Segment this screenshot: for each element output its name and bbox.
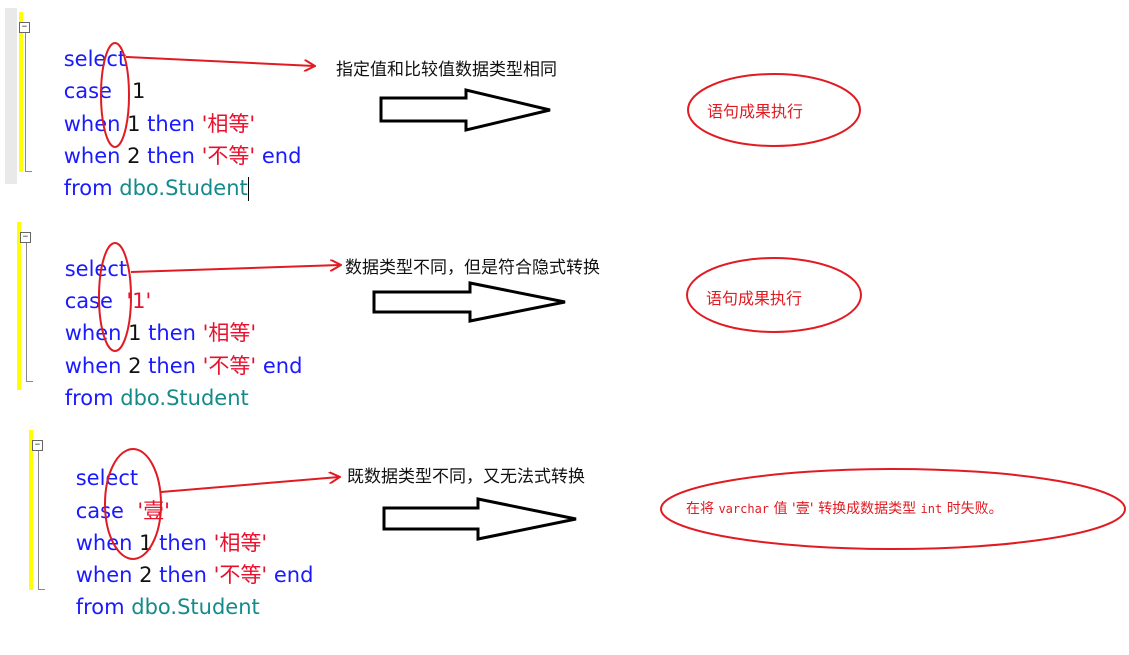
string-literal: '相等' (201, 112, 256, 136)
code-line-when-1: when 1 then '相等' (38, 285, 256, 381)
highlight-ellipse (98, 242, 132, 352)
keyword: then (147, 144, 195, 168)
result-ellipse (686, 257, 862, 333)
keyword: case (75, 499, 124, 523)
case-value: 1 (132, 79, 146, 103)
result-text: 语句成果执行 (707, 102, 804, 121)
code-line-when-1: when 1 then '相等' (37, 76, 255, 172)
highlight-ellipse (100, 42, 130, 148)
keyword: case (64, 289, 113, 313)
keyword: from (75, 595, 125, 619)
code-line-from: from dbo.Student (37, 140, 249, 236)
annotation-text: 既数据类型不同，又无法式转换 (347, 467, 585, 487)
keyword: select (63, 47, 127, 71)
code-line-from: from dbo.Student (38, 350, 249, 446)
keyword: case (63, 79, 112, 103)
error-text: 在将 (686, 501, 714, 517)
editor-change-bar (19, 12, 23, 172)
string-literal: '相等' (213, 531, 268, 555)
flow-arrow (379, 88, 551, 132)
keyword: end (262, 354, 303, 378)
code-line-select: select (37, 11, 126, 107)
pointer-arrow (125, 56, 314, 66)
collapse-icon[interactable]: − (19, 22, 30, 33)
outline-line (38, 451, 39, 589)
keyword: when (64, 354, 122, 378)
result-ellipse (687, 73, 861, 147)
flow-arrow (372, 281, 566, 323)
annotation-text: 指定值和比较值数据类型相同 (336, 60, 557, 80)
code-line-when-2: when 2 then '不等' end (38, 318, 303, 414)
when-value: 1 (128, 321, 142, 345)
annotation-text: 数据类型不同，但是符合隐式转换 (345, 258, 600, 278)
when-value: 2 (128, 354, 142, 378)
editor-change-bar (17, 222, 21, 390)
keyword: select (64, 257, 128, 281)
annotation-overlay (98, 42, 1126, 560)
pointer-arrow (160, 477, 339, 493)
collapse-icon[interactable]: − (32, 440, 43, 451)
string-literal: '不等' (201, 144, 256, 168)
when-value: 1 (127, 112, 141, 136)
table-name: dbo.Student (119, 176, 248, 200)
string-literal: '不等' (202, 354, 257, 378)
keyword: when (75, 563, 133, 587)
case-value: '壹' (137, 499, 170, 523)
editor-gutter (5, 8, 17, 184)
editor-change-bar (29, 430, 33, 590)
code-line-case: case 1 (37, 43, 146, 139)
highlight-ellipse (104, 448, 162, 560)
string-literal: '不等' (213, 563, 268, 587)
keyword: from (64, 386, 114, 410)
outline-end (26, 381, 33, 382)
keyword: when (64, 321, 122, 345)
error-text: 时失败。 (946, 501, 1003, 517)
keyword: from (63, 176, 113, 200)
when-value: 2 (127, 144, 141, 168)
pointer-arrow (130, 265, 340, 273)
keyword: then (159, 563, 207, 587)
keyword: then (147, 112, 195, 136)
keyword: when (63, 112, 121, 136)
keyword: then (159, 531, 207, 555)
keyword: when (75, 531, 133, 555)
result-text: 语句成果执行 (706, 289, 803, 308)
code-line-when-2: when 2 then '不等' end (49, 527, 314, 623)
code-line-case: case '壹' (49, 463, 170, 559)
keyword: when (63, 144, 121, 168)
outline-line (26, 243, 27, 381)
error-type: int (920, 502, 943, 516)
outline-line (25, 33, 26, 171)
table-name: dbo.Student (131, 595, 260, 619)
outline-end (25, 171, 32, 172)
result-ellipse (660, 468, 1126, 550)
code-line-when-2: when 2 then '不等' end (37, 108, 302, 204)
keyword: end (273, 563, 314, 587)
flow-arrow (382, 497, 577, 541)
table-name: dbo.Student (120, 386, 249, 410)
collapse-icon[interactable]: − (20, 232, 31, 243)
text-cursor (247, 177, 249, 201)
outline-end (38, 589, 45, 590)
keyword: then (148, 354, 196, 378)
error-message: 在将 varchar 值 '壹' 转换成数据类型 int 时失败。 (686, 498, 1003, 518)
keyword: end (261, 144, 302, 168)
error-type: varchar (718, 502, 770, 516)
error-text: 值 '壹' 转换成数据类型 (773, 501, 917, 517)
when-value: 2 (139, 563, 153, 587)
keyword: then (148, 321, 196, 345)
string-literal: '相等' (202, 321, 257, 345)
code-line-when-1: when 1 then '相等' (49, 495, 267, 591)
code-line-select: select (38, 221, 127, 317)
